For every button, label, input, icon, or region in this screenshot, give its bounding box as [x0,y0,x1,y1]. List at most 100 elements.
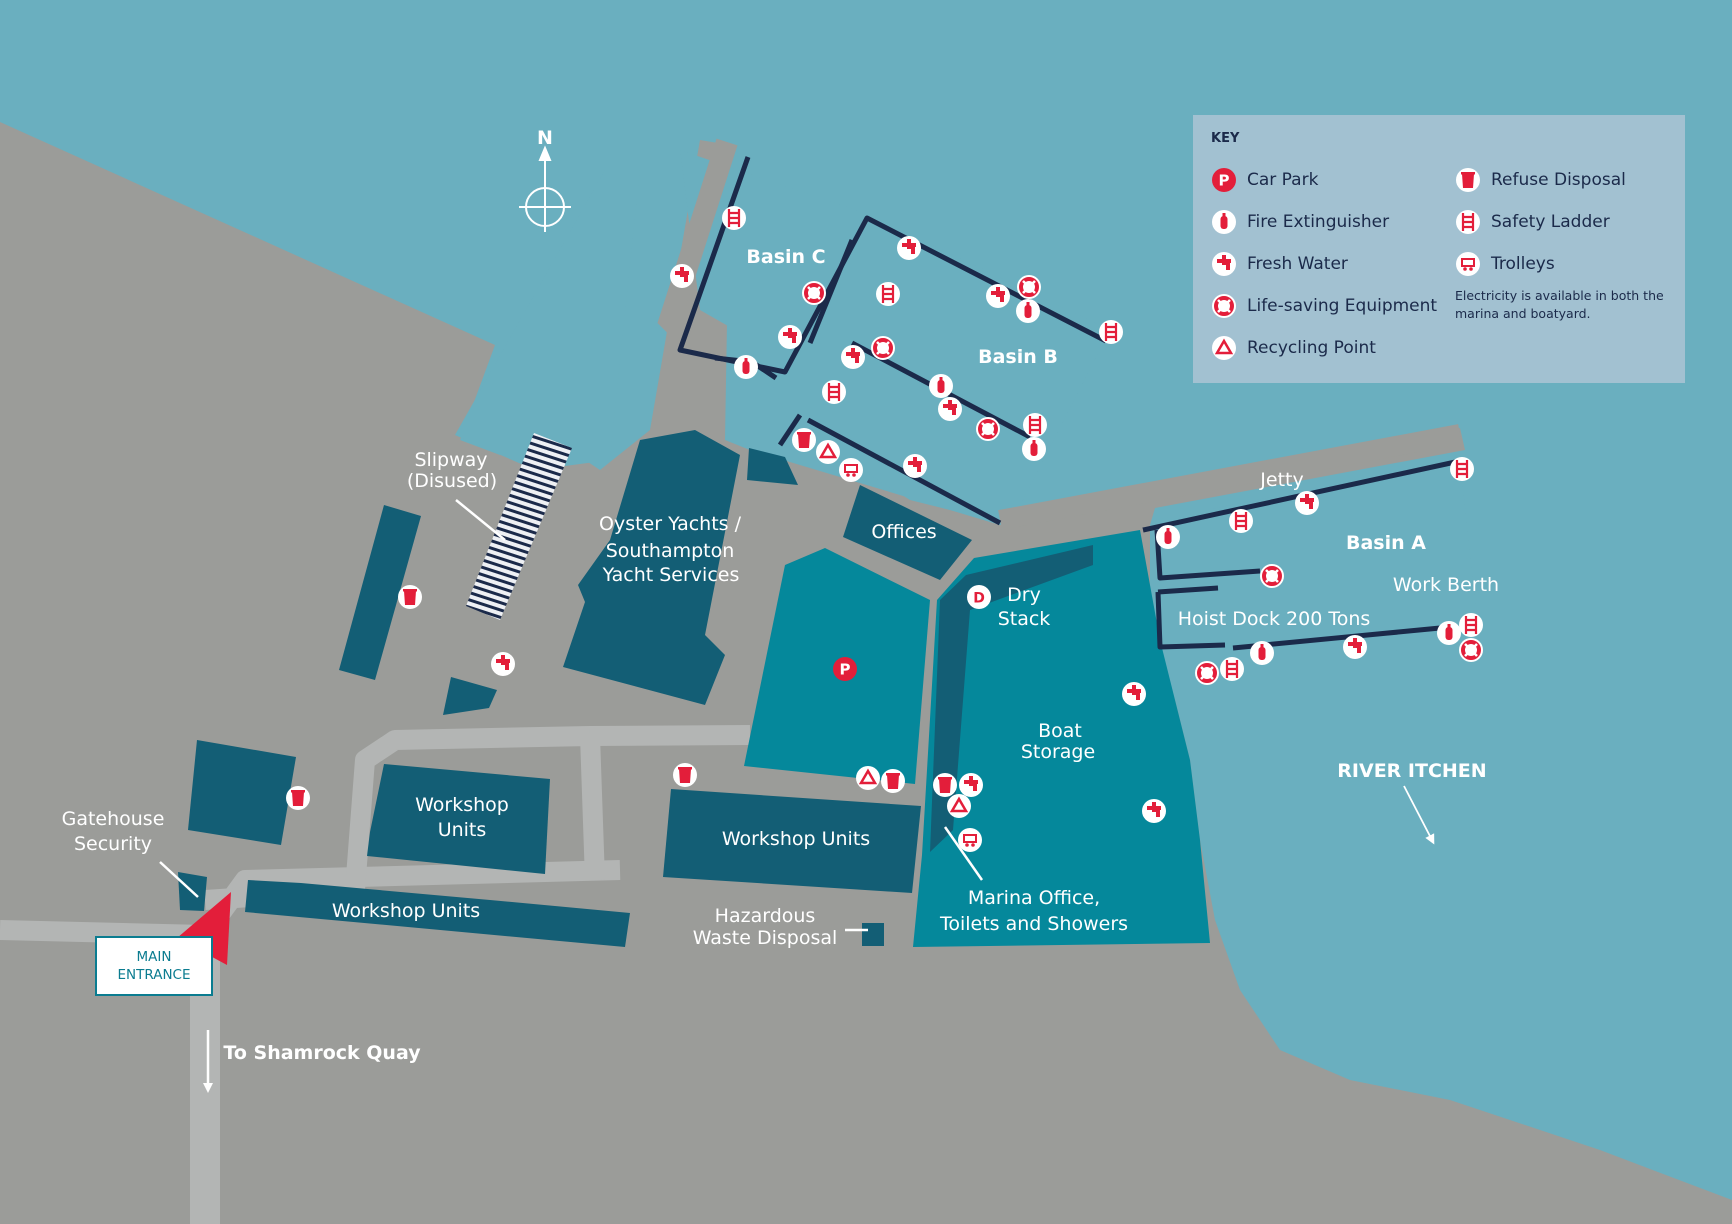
key-title: KEY [1211,131,1240,146]
slipway-channel [455,170,640,470]
trolley-icon [1455,251,1481,277]
refuse-icon [881,769,905,793]
key-label: Fire Extinguisher [1247,212,1390,232]
dry-stack-icon [967,585,991,609]
key-item: Refuse Disposal [1455,159,1626,201]
buildings [178,430,972,947]
label-river-itchen: RIVER ITCHEN [1337,760,1486,782]
label-work-berth: Work Berth [1393,574,1499,596]
key-label: Trolleys [1491,254,1555,274]
refuse-icon [673,763,697,787]
label-workshop-units-b: Workshop Units [722,828,870,850]
fresh-water-icon [959,773,983,797]
recycling-icon [854,764,882,792]
refuse-icon [398,585,422,609]
fire-extinguisher-icon [1250,641,1274,665]
label-slipway: Slipway [414,449,487,471]
compass-north-label: N [537,127,553,149]
boat-storage-area [913,530,1210,947]
key-item: Fire Extinguisher [1211,201,1437,243]
main-entrance-line2: ENTRANCE [117,967,191,983]
label-hoist-dock: Hoist Dock 200 Tons [1178,608,1371,630]
fresh-water-icon [778,325,802,349]
label-workshop-units-a: Workshop [415,794,509,816]
map-key: KEY Car Park Fire Extinguisher Fresh Wat… [1193,115,1685,383]
fire-extinguisher-icon [929,374,953,398]
label-hazardous: Hazardous [715,905,816,927]
safety-ladder-icon [1455,209,1481,235]
label-boat: Boat [1038,720,1082,742]
refuse-icon [792,428,816,452]
compass-rose [519,145,571,232]
label-stack: Stack [998,608,1051,630]
safety-ladder-icon [1448,455,1476,483]
refuse-icon [286,786,310,810]
slipway [466,433,572,620]
key-item: Trolleys [1455,243,1626,285]
safety-ladder-icon [1218,655,1246,683]
label-oyster-yachts: Oyster Yachts / [599,513,742,535]
label-marina-office: Marina Office, [968,887,1100,909]
life-saving-icon [1457,636,1485,664]
recycling-icon [814,438,842,466]
key-label: Car Park [1247,170,1319,190]
label-yacht-services: Yacht Services [602,564,740,586]
label-offices: Offices [871,521,936,543]
fresh-water-icon [491,652,515,676]
key-label: Fresh Water [1247,254,1348,274]
key-label: Refuse Disposal [1491,170,1626,190]
life-saving-icon [974,415,1002,443]
fire-extinguisher-icon [734,355,758,379]
fire-extinguisher-icon [1437,621,1461,645]
key-label: Safety Ladder [1491,212,1610,232]
life-saving-icon [1015,273,1043,301]
fresh-water-icon [1122,682,1146,706]
fire-extinguisher-icon [1016,299,1040,323]
life-saving-icon [869,334,897,362]
fresh-water-icon [1295,491,1319,515]
dry-stack [930,545,1093,852]
fire-extinguisher-icon [1022,437,1046,461]
main-entrance-arrow [177,892,231,965]
key-item: Fresh Water [1211,243,1437,285]
label-gatehouse: Gatehouse [62,808,165,830]
label-dry: Dry [1007,584,1041,606]
safety-ladder-icon [1227,507,1255,535]
label-toilets-showers: Toilets and Showers [939,913,1128,935]
fresh-water-icon [1212,252,1236,276]
main-entrance-line1: MAIN [136,949,172,965]
refuse-icon [1456,168,1480,192]
recycling-icon [1211,335,1237,361]
label-storage: Storage [1021,741,1095,763]
label-waste-disposal: Waste Disposal [693,927,838,949]
label-workshop-units-a-2: Units [438,819,487,841]
label-basin-b: Basin B [978,346,1058,368]
key-item: Life-saving Equipment [1211,285,1437,327]
fresh-water-icon [897,236,921,260]
key-column-left: Car Park Fire Extinguisher Fresh Water L… [1211,159,1437,369]
key-item: Recycling Point [1211,327,1437,369]
trolley-icon [838,457,864,483]
key-note: Electricity is available in both the mar… [1455,288,1664,321]
label-to-shamrock-quay: To Shamrock Quay [223,1042,421,1064]
recycling-icon [945,792,973,820]
label-southampton: Southampton [606,540,735,562]
river-flow-arrow [1403,785,1435,845]
fresh-water-icon [903,454,927,478]
life-saving-icon [1193,659,1221,687]
jetty-west-arm [657,138,738,338]
label-slipway-disused: (Disused) [407,470,497,492]
fresh-water-icon [841,345,865,369]
jetty-east [998,424,1462,530]
safety-ladder-icon [874,280,902,308]
fresh-water-icon [1142,799,1166,823]
safety-ladder-icon [720,204,748,232]
trolley-icon [957,827,983,853]
key-column-right: Refuse Disposal Safety Ladder Trolleys [1455,159,1626,285]
life-saving-icon [800,279,828,307]
car-park-icon [833,657,857,681]
label-basin-c: Basin C [746,246,825,268]
marina-basins [680,150,1110,525]
safety-ladder-icon [820,378,848,406]
key-item: Car Park [1211,159,1437,201]
